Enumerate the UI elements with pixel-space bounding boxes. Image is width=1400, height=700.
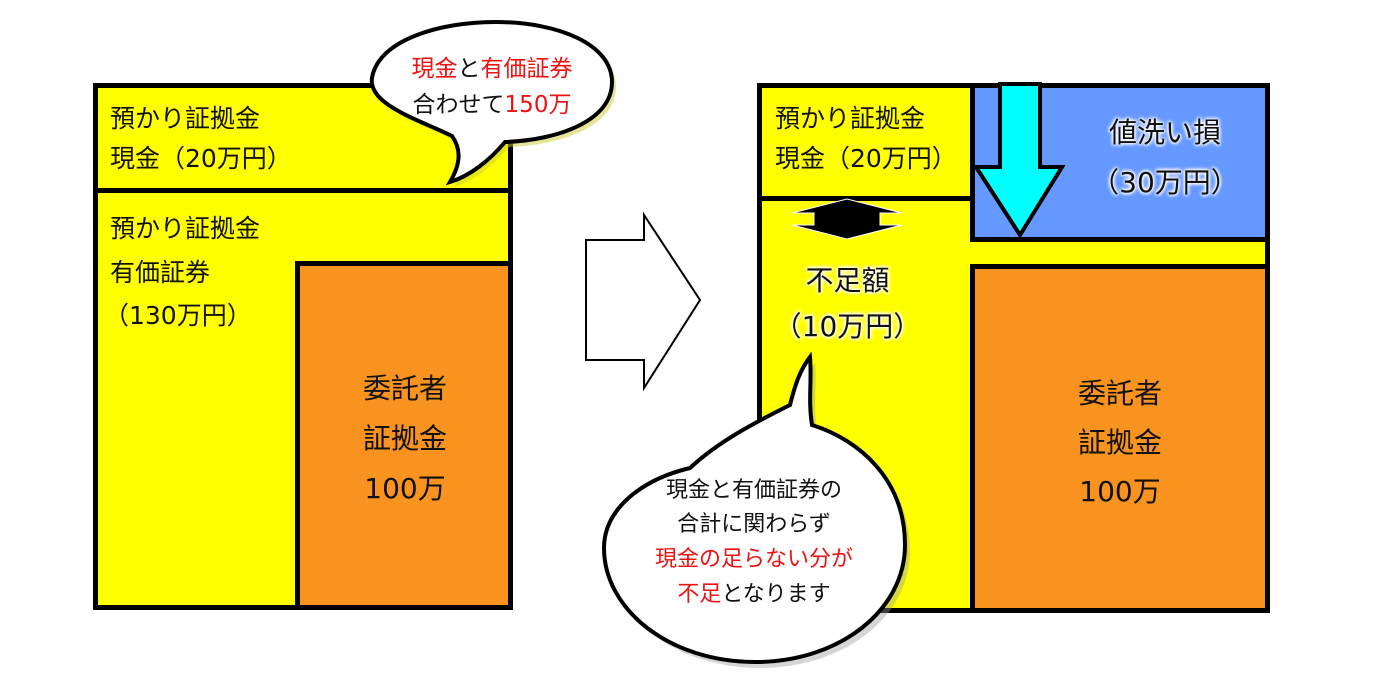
left-securities-label-2: 有価証券 bbox=[110, 258, 211, 287]
left-required-margin-box bbox=[295, 261, 513, 610]
right-bubble-becomes: となります bbox=[721, 582, 831, 607]
left-required-label-2: 証拠金 bbox=[362, 422, 447, 455]
double-arrow-icon bbox=[791, 198, 903, 240]
right-required-label-3: 100万 bbox=[1079, 475, 1161, 508]
right-bubble-line-3: 現金の足らない分が bbox=[654, 547, 853, 572]
left-securities-label-1: 預かり証拠金 bbox=[110, 214, 261, 243]
right-bubble-shortfall-word: 不足 bbox=[677, 582, 722, 607]
left-bubble-combined: 合わせて bbox=[412, 92, 505, 118]
down-arrow-icon bbox=[972, 82, 1066, 239]
left-bubble-and: と bbox=[457, 56, 481, 82]
right-required-label-2: 証拠金 bbox=[1077, 426, 1162, 459]
left-cash-label-2: 現金（20万円） bbox=[110, 144, 292, 173]
left-bubble-total: 150万 bbox=[504, 92, 572, 118]
left-securities-label-3: （130万円） bbox=[104, 301, 252, 330]
left-required-label-1: 委託者 bbox=[362, 372, 447, 405]
right-bubble-line-1: 現金と有価証券の bbox=[665, 478, 842, 503]
right-speech-bubble bbox=[601, 351, 910, 668]
left-bubble-securities: 有価証券 bbox=[480, 56, 573, 82]
left-bubble-line-2: 合わせて150万 bbox=[372, 86, 612, 124]
right-cash-label-2: 現金（20万円） bbox=[775, 144, 957, 173]
right-bubble-line-4: 不足となります bbox=[604, 578, 904, 612]
right-shortfall-label-1: 不足額 bbox=[805, 264, 890, 297]
right-bubble-line-2: 合計に関わらず bbox=[677, 512, 831, 537]
right-haircut-label-2: （30万円） bbox=[1091, 166, 1239, 199]
right-shortfall-label-2: （10万円） bbox=[773, 310, 922, 343]
left-bubble-cash: 現金 bbox=[411, 56, 458, 82]
left-required-label-3: 100万 bbox=[364, 472, 446, 505]
transition-arrow-icon bbox=[585, 211, 702, 392]
right-haircut-label-1: 値洗い損 bbox=[1108, 116, 1221, 149]
left-speech-bubble bbox=[369, 19, 616, 187]
right-cash-label-1: 預かり証拠金 bbox=[775, 104, 926, 133]
left-bubble-line-1: 現金と有価証券 bbox=[372, 50, 612, 88]
right-required-label-1: 委託者 bbox=[1077, 377, 1162, 410]
right-required-margin-box bbox=[970, 264, 1270, 613]
left-cash-label-1: 預かり証拠金 bbox=[110, 104, 261, 133]
